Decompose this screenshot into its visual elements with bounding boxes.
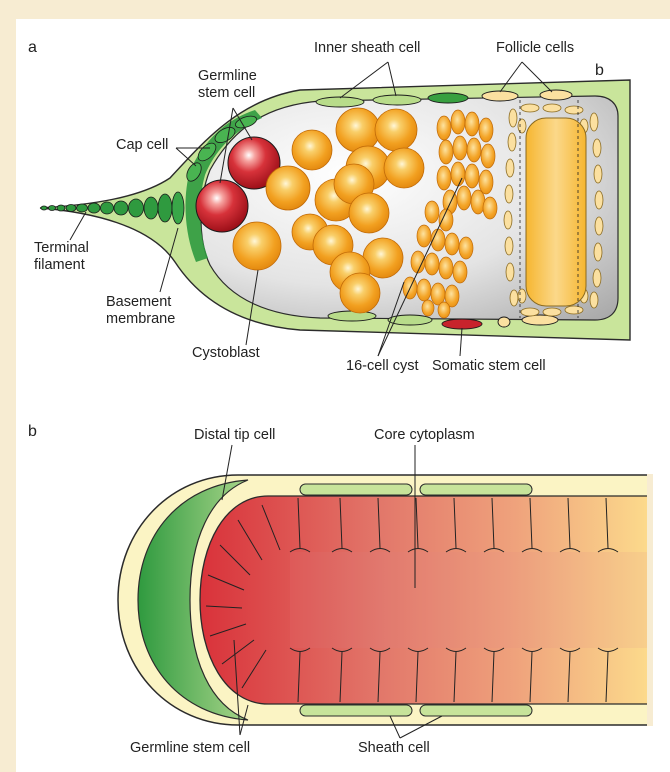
label-germline-stem-cell-b: Germline stem cell — [130, 740, 250, 757]
label-germline-stem-cell-a: Germline stem cell — [198, 68, 257, 102]
label-follicle-cells: Follicle cells — [496, 40, 574, 57]
label-core-cytoplasm: Core cytoplasm — [374, 427, 475, 444]
panel-a-corner-letter: b — [595, 62, 604, 80]
gonad-tube-diagram — [118, 445, 650, 738]
panel-b-letter: b — [28, 423, 37, 441]
label-inner-sheath-cell: Inner sheath cell — [314, 40, 420, 57]
label-cap-cell: Cap cell — [116, 137, 168, 154]
panel-a-letter: a — [28, 39, 37, 57]
label-basement-membrane: Basement membrane — [106, 294, 175, 328]
label-16-cell-cyst: 16-cell cyst — [346, 358, 419, 375]
label-distal-tip-cell: Distal tip cell — [194, 427, 275, 444]
core-cytoplasm-band — [290, 552, 650, 648]
egg-chamber — [526, 118, 586, 306]
label-terminal-filament: Terminal filament — [34, 240, 89, 274]
label-somatic-stem-cell: Somatic stem cell — [432, 358, 546, 375]
label-cystoblast: Cystoblast — [192, 345, 260, 362]
label-sheath-cell: Sheath cell — [358, 740, 430, 757]
